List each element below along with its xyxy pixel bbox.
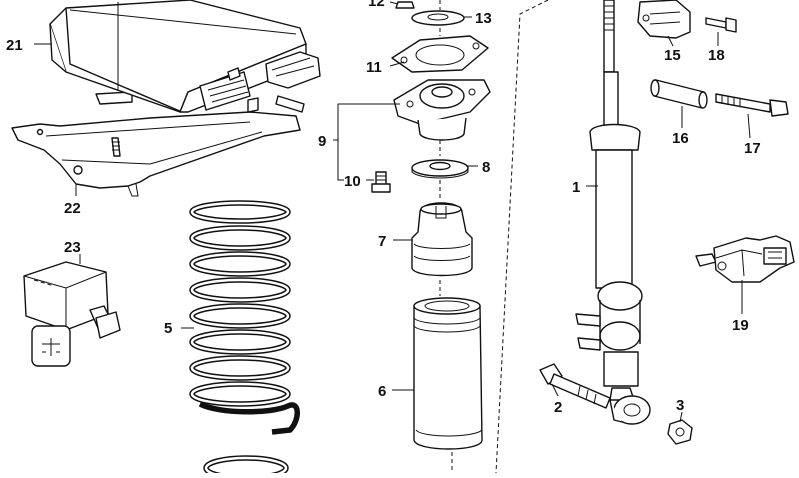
part-8-washer[interactable]: [411, 159, 469, 179]
callout-3: 3: [676, 397, 684, 414]
part-3-nut[interactable]: [667, 419, 693, 445]
part-12-nut[interactable]: [395, 1, 415, 9]
callout-15: 15: [664, 47, 681, 64]
part-13-washer[interactable]: [411, 10, 465, 26]
part-15-bracket[interactable]: [637, 0, 691, 39]
callout-7: 7: [378, 233, 386, 250]
part-17-bolt[interactable]: [715, 93, 789, 117]
callout-17: 17: [744, 140, 761, 157]
callout-6: 6: [378, 383, 386, 400]
part-9-top-mount[interactable]: [393, 79, 491, 141]
part-1-shock-absorber[interactable]: [575, 0, 651, 425]
callout-10: 10: [344, 173, 361, 190]
callout-9: 9: [318, 133, 326, 150]
part-18-bolt[interactable]: [705, 17, 737, 33]
callout-12: 12: [368, 0, 385, 10]
separator-line: [495, 0, 549, 474]
part-23-relay[interactable]: [23, 261, 121, 367]
part-6-dust-boot[interactable]: [413, 297, 483, 450]
leader-lines: [34, 1, 751, 423]
part-16-sleeve[interactable]: [650, 79, 708, 109]
callout-22: 22: [64, 200, 81, 217]
part-7-bump-stop[interactable]: [411, 202, 473, 277]
part-5-coil-spring[interactable]: [189, 200, 300, 435]
callout-2: 2: [554, 399, 562, 416]
callout-5: 5: [164, 320, 172, 337]
spring-seat-lower[interactable]: [203, 455, 289, 478]
part-11-gasket[interactable]: [391, 35, 489, 73]
callout-21: 21: [6, 37, 23, 54]
part-19-sensor[interactable]: [695, 235, 795, 283]
callout-16: 16: [672, 130, 689, 147]
part-21-control-unit[interactable]: [49, 0, 321, 113]
callout-23: 23: [64, 239, 81, 256]
callout-labels: 21 22 23 5 6 7 8 9 10 11 12 13 1 2 3 15 …: [6, 0, 761, 416]
callout-1: 1: [572, 179, 580, 196]
callout-13: 13: [475, 10, 492, 27]
callout-11: 11: [366, 59, 382, 76]
part-22-mounting-bracket[interactable]: [11, 91, 305, 197]
part-10-bolt[interactable]: [371, 171, 391, 193]
centre-axis: [439, 0, 453, 473]
callout-19: 19: [732, 317, 749, 334]
part-2-bolt[interactable]: [539, 363, 611, 409]
callout-8: 8: [482, 159, 490, 176]
callout-18: 18: [708, 47, 725, 64]
